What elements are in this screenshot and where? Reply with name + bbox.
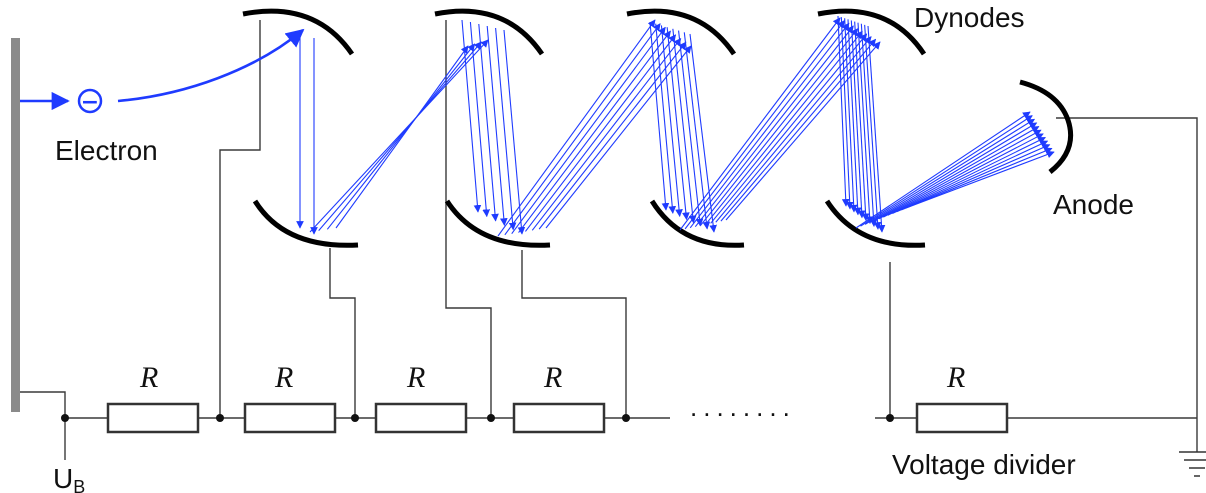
electron-ray: [518, 30, 671, 233]
resistor-label: R: [406, 361, 425, 394]
electron-ray: [660, 25, 683, 218]
electron-ray: [869, 122, 1038, 224]
electron-ray: [864, 24, 882, 230]
electron-ray: [504, 23, 661, 236]
ground-icon: [1179, 451, 1206, 477]
electron-ray: [511, 26, 666, 235]
electron-ray: [905, 150, 1055, 209]
electron-ray: [689, 22, 850, 229]
electron-ray: [878, 129, 1042, 220]
anode-label: Anode: [1053, 189, 1134, 220]
electron-ray: [896, 143, 1051, 213]
electron-ray: [864, 118, 1036, 225]
electron-ray: [844, 18, 858, 213]
junction-dots: [61, 414, 894, 422]
electron-ray: [857, 22, 874, 225]
electron-ray: [469, 21, 491, 218]
dynodes-label: Dynodes: [914, 2, 1025, 33]
electron-ray: [309, 39, 489, 233]
electron-ray: [678, 30, 704, 227]
electron-ray: [318, 41, 482, 232]
electron-ray: [867, 25, 886, 233]
dynode: [252, 199, 359, 248]
electron-ray: [649, 21, 670, 211]
anode-plate: [1019, 79, 1074, 174]
electron-ray: [461, 19, 482, 213]
resistor-label: R: [543, 361, 562, 394]
electron-ray: [887, 136, 1046, 216]
dynode: [626, 8, 737, 56]
electron-cascade: [296, 15, 1055, 237]
resistor-label: R: [274, 361, 293, 394]
dynode: [242, 8, 355, 56]
dynode: [824, 199, 926, 248]
electron-ray: [524, 34, 677, 232]
electron-ray: [860, 115, 1033, 227]
resistor-chain: [106, 402, 1009, 434]
resistor: [243, 402, 337, 434]
resistor: [512, 402, 606, 434]
electron-ray: [545, 45, 692, 229]
electron-ray: [850, 20, 866, 219]
wiring: [20, 20, 1198, 460]
electron-symbol: −: [81, 90, 99, 115]
electron-ray: [478, 23, 499, 222]
dynode: [444, 199, 551, 248]
electron-ray: [684, 20, 845, 230]
electron-ray: [700, 28, 859, 226]
dynode: [649, 199, 745, 248]
electron-ray: [497, 19, 656, 237]
electron-ray: [860, 23, 878, 227]
electron-ray: [715, 36, 872, 223]
electron-ray: [694, 25, 854, 228]
electron-ray: [689, 33, 717, 233]
electron-ray: [837, 15, 850, 207]
electron-label: Electron: [55, 135, 158, 166]
dynode: [817, 8, 927, 56]
ellipsis-dots: ........: [690, 392, 796, 422]
resistor-label: R: [139, 361, 158, 394]
dynodes: [242, 8, 1074, 248]
electron-ray: [855, 111, 1031, 229]
electron-ray: [683, 32, 711, 230]
electron-icon: [77, 88, 103, 114]
electron-ray: [705, 30, 863, 225]
electron-ray: [847, 19, 862, 216]
electron-ray: [538, 41, 687, 230]
supply-voltage-label: UB: [53, 463, 85, 493]
resistor: [915, 402, 1009, 434]
electron-ray: [655, 23, 677, 214]
electron-ray: [720, 38, 877, 222]
electron-ray: [335, 45, 469, 229]
electron-ray: [503, 29, 526, 235]
resistor: [374, 402, 468, 434]
electron-ray: [854, 21, 870, 222]
resistor-label: R: [946, 361, 965, 394]
electron-ray: [840, 17, 854, 210]
incoming-electron: −: [20, 28, 305, 115]
dynode: [434, 8, 545, 56]
electron-ray: [495, 27, 517, 231]
electron-ray: [873, 126, 1040, 222]
resistor: [106, 402, 200, 434]
electron-ray: [486, 25, 508, 226]
electron-ray: [326, 43, 476, 230]
electron-ray: [531, 37, 682, 231]
electron-ray: [901, 147, 1053, 211]
electron-ray: [672, 28, 697, 224]
electron-ray: [679, 17, 841, 231]
electron-ray: [710, 33, 868, 224]
electron-ray: [666, 27, 690, 221]
photocathode: [11, 38, 20, 412]
voltage-divider-label: Voltage divider: [892, 449, 1076, 480]
electron-ray: [883, 133, 1044, 218]
electron-ray: [892, 140, 1049, 214]
